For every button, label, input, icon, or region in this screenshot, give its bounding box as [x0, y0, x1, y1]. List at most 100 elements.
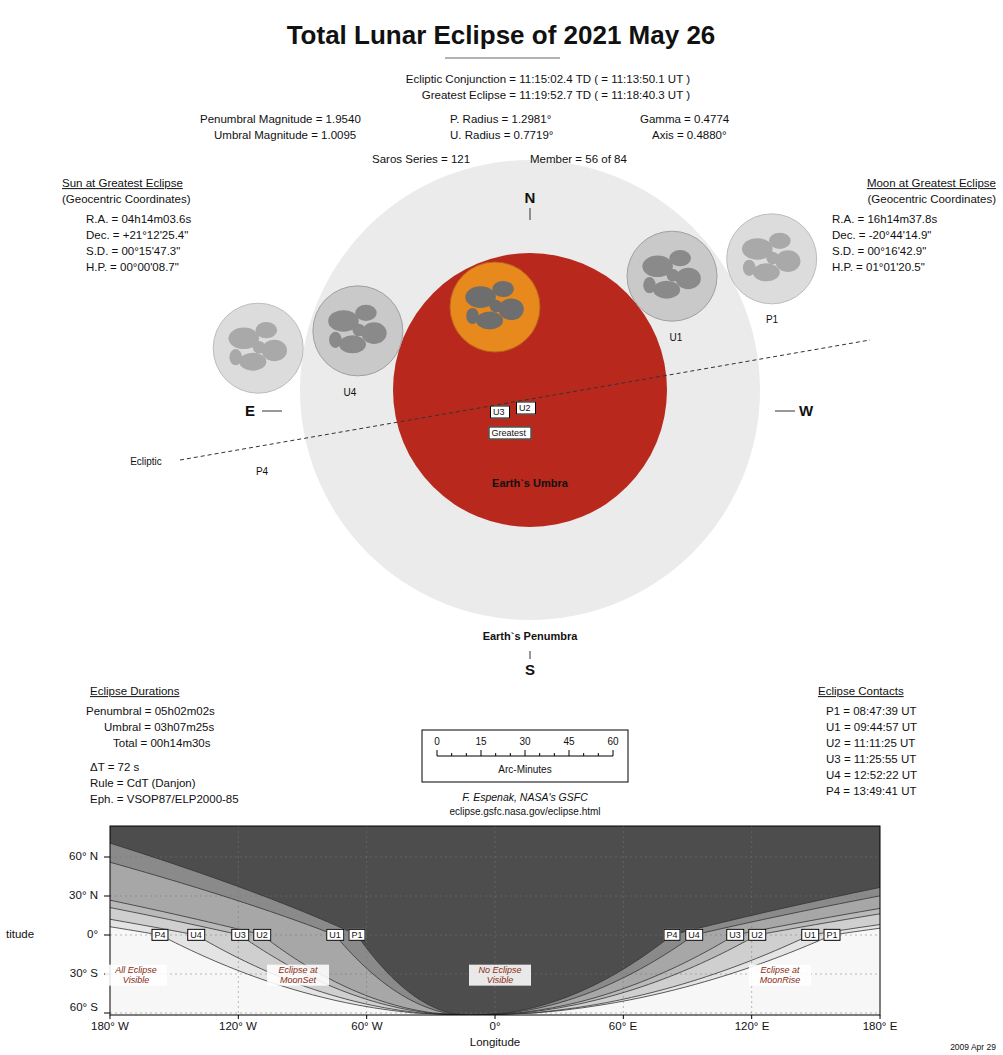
north-tick — [530, 208, 531, 220]
umbra-circle-fill — [393, 253, 667, 527]
eclipse-data: 60° S — [70, 1001, 98, 1015]
moon — [313, 286, 403, 376]
moon-disc — [450, 262, 540, 352]
contact-marker: P1 — [823, 929, 840, 941]
visibility-band — [110, 826, 880, 1015]
scale-tick — [554, 753, 555, 756]
contact-curve — [110, 826, 470, 1015]
eclipse-data: 120° W — [219, 1020, 257, 1034]
contact-marker: P1 — [348, 929, 365, 941]
scale-tick — [451, 753, 452, 756]
section-heading: Moon at Greatest Eclipse — [867, 177, 996, 191]
lunar-mare — [329, 332, 342, 348]
lunar-mare — [355, 305, 377, 321]
axis-tick — [109, 1015, 110, 1019]
section-heading: Eclipse Durations — [90, 685, 179, 699]
scale-tick — [583, 753, 584, 756]
contact-box: U2 — [516, 402, 536, 415]
axis-tick — [366, 1015, 367, 1019]
lunar-mare — [339, 335, 366, 353]
lunar-mare — [753, 263, 780, 281]
eclipse-data: 180° W — [91, 1020, 129, 1034]
compass-letter: W — [799, 402, 813, 420]
small-label: U4 — [344, 387, 357, 399]
eclipse-data: U4 = 12:52:22 UT — [826, 769, 917, 783]
lunar-mare — [476, 312, 503, 330]
visibility-region-label: Eclipse at MoonRise — [749, 965, 811, 986]
lunar-mare — [352, 324, 365, 337]
lunar-mare — [775, 250, 800, 272]
eclipse-data: Total = 00h14m30s — [113, 737, 211, 751]
scale-tick — [495, 753, 496, 756]
title-rule — [445, 57, 560, 59]
contact-marker: P4 — [663, 929, 680, 941]
scale-tick — [569, 750, 570, 756]
eclipse-data: U. Radius = 0.7719° — [450, 129, 553, 143]
eclipse-data: R.A. = 04h14m03.6s — [86, 213, 191, 227]
axis-tick — [104, 896, 110, 897]
axis-tick — [751, 1015, 752, 1019]
eclipse-data: Dec. = +21°12'25.4" — [86, 229, 188, 243]
small-label: 15 — [475, 736, 486, 748]
contact-marker: U3 — [231, 929, 249, 941]
eclipse-data: 60° W — [351, 1020, 382, 1034]
axis-tick — [880, 1015, 881, 1019]
lunar-mare — [667, 269, 680, 282]
date-stamp: 2009 Apr 29 — [950, 1042, 996, 1052]
credit-line: F. Espenak, NASA's GSFC — [462, 791, 588, 804]
compass-letter: S — [525, 661, 535, 679]
eclipse-data: R.A. = 16h14m37.8s — [832, 213, 937, 227]
longitude-line — [238, 826, 239, 1015]
visibility-band — [110, 826, 880, 1015]
lunar-mare — [499, 298, 524, 320]
scale-tick — [437, 750, 438, 756]
eclipse-data: 180° E — [863, 1020, 898, 1034]
eclipse-data: ΔT = 72 s — [90, 761, 139, 775]
visibility-region-label: All Eclipse Visible — [105, 965, 167, 986]
eclipse-data: P1 = 08:47:39 UT — [826, 705, 916, 719]
eclipse-data: Saros Series = 121 — [372, 153, 470, 167]
lunar-mare — [676, 268, 701, 290]
eclipse-data: Eph. = VSOP87/ELP2000-85 — [90, 793, 239, 807]
eclipse-data: Member = 56 of 84 — [530, 153, 627, 167]
eclipse-data: 120° E — [735, 1020, 770, 1034]
small-label: U1 — [670, 332, 683, 344]
eclipse-data: Greatest Eclipse = 11:19:52.7 TD ( = 11:… — [422, 89, 690, 103]
lunar-mare — [653, 281, 680, 299]
small-label: P4 — [256, 466, 268, 478]
axis-tick — [104, 935, 110, 936]
contact-curve — [110, 826, 470, 1015]
lunar-mare — [253, 341, 266, 354]
small-label: P1 — [766, 314, 778, 326]
lunar-mare — [262, 340, 287, 362]
contact-curve — [110, 826, 470, 1015]
contact-curve — [470, 826, 880, 1015]
scale-tick — [481, 750, 482, 756]
eclipse-data: Umbral Magnitude = 1.0095 — [214, 129, 356, 143]
scale-tick — [466, 753, 467, 756]
eclipse-data: Penumbral = 05h02m02s — [86, 705, 215, 719]
contact-tag: Greatest — [490, 428, 531, 438]
penumbra-circle-fill — [300, 160, 760, 620]
eclipse-data: P4 = 13:49:41 UT — [826, 785, 916, 799]
eclipse-data: H.P. = 01°01'20.5" — [832, 261, 925, 275]
contact-box: U3 — [490, 406, 510, 419]
contact-marker: U2 — [748, 929, 766, 941]
contact-curve — [470, 826, 880, 1015]
moon — [213, 303, 303, 393]
map-frame — [110, 826, 880, 1015]
eclipse-data: Gamma = 0.4774 — [640, 113, 729, 127]
moon-disc — [727, 214, 817, 304]
region-name: Earth`s Penumbra — [300, 630, 760, 642]
contact-curve — [110, 826, 470, 1015]
lunar-mare — [643, 277, 656, 293]
scale-tick — [510, 753, 511, 756]
moon — [727, 214, 817, 304]
longitude-line — [751, 826, 752, 1015]
scale-tick — [539, 753, 540, 756]
visibility-band — [110, 826, 880, 1015]
scale-tick — [598, 753, 599, 756]
contact-curve — [470, 826, 880, 1015]
